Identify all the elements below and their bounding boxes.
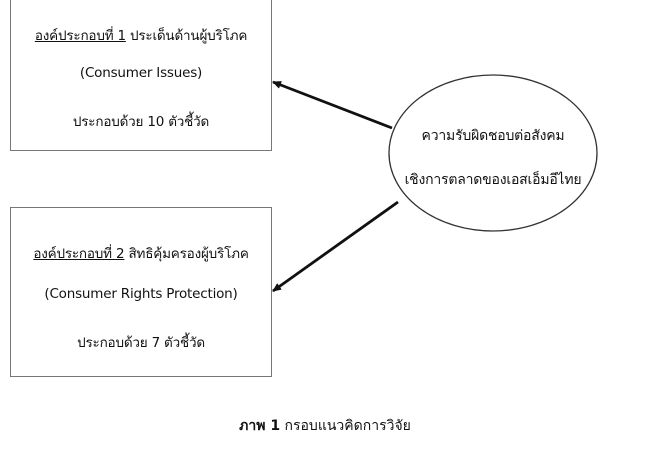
component-2-indicators: ประกอบด้วย 7 ตัวชี้วัด	[77, 335, 205, 351]
arrow-to-component-1	[272, 80, 393, 130]
central-concept-ellipse	[388, 74, 598, 232]
arrow-to-component-2	[272, 200, 399, 293]
component-1-english: (Consumer Issues)	[79, 65, 203, 81]
component-2-box: องค์ประกอบที่ 2 สิทธิคุ้มครองผู้บริโภค (…	[10, 207, 272, 377]
component-1-label: องค์ประกอบที่ 1	[34, 28, 126, 44]
component-2-title: สิทธิคุ้มครองผู้บริโภค	[124, 246, 249, 262]
component-1-heading: องค์ประกอบที่ 1 ประเด็นด้านผู้บริโภค	[11, 24, 271, 46]
component-1-title: ประเด็นด้านผู้บริโภค	[125, 28, 248, 44]
component-2-label: องค์ประกอบที่ 2	[33, 246, 125, 262]
figure-caption: ภาพ 1 กรอบแนวคิดการวิจัย	[0, 415, 650, 437]
central-concept-line-2: เชิงการตลาดของเอสเอ็มอีไทย	[404, 172, 582, 188]
component-2-english: (Consumer Rights Protection)	[44, 286, 238, 302]
component-1-box: องค์ประกอบที่ 1 ประเด็นด้านผู้บริโภค (Co…	[10, 0, 272, 151]
component-2-heading: องค์ประกอบที่ 2 สิทธิคุ้มครองผู้บริโภค	[11, 242, 271, 264]
figure-caption-text: กรอบแนวคิดการวิจัย	[280, 418, 411, 434]
figure-caption-label: ภาพ 1	[239, 418, 281, 434]
central-concept-line-1: ความรับผิดชอบต่อสังคม	[421, 128, 565, 144]
component-1-indicators: ประกอบด้วย 10 ตัวชี้วัด	[72, 114, 210, 130]
